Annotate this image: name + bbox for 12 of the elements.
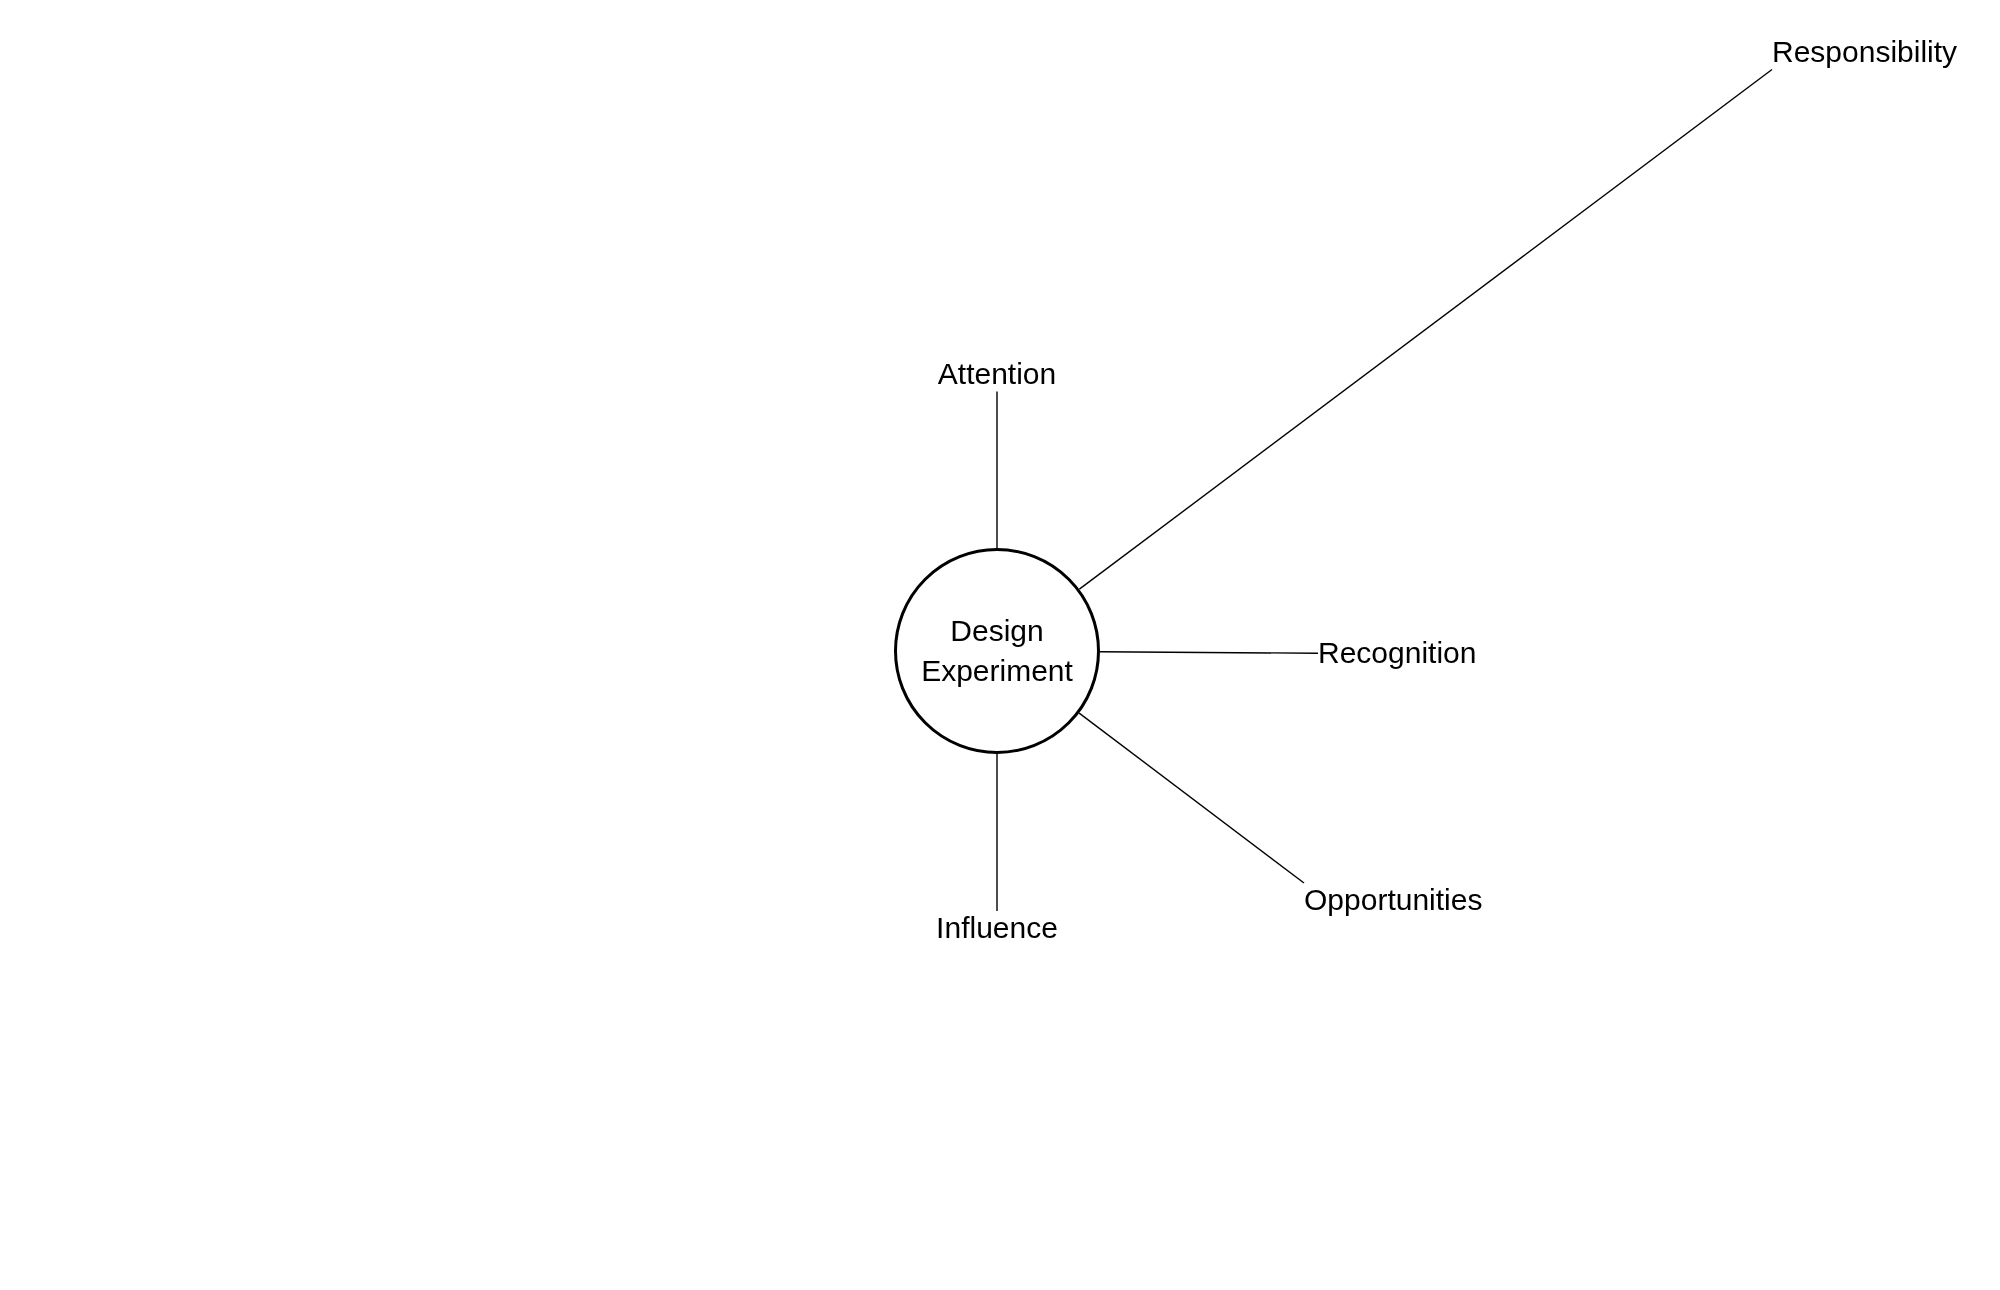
node-label: Influence <box>936 911 1058 946</box>
node-label: Opportunities <box>1304 883 1483 918</box>
connector-line <box>1099 651 1319 654</box>
connector-line <box>996 390 998 549</box>
node-label: Responsibility <box>1772 35 1958 70</box>
node-label: Design Experiment <box>920 613 1074 689</box>
connector-line <box>1078 712 1305 884</box>
connector-line <box>1078 68 1773 590</box>
node-label: Attention <box>937 357 1057 392</box>
connector-line <box>996 753 998 912</box>
circle-node <box>894 548 1100 754</box>
node-label: Recognition <box>1318 636 1477 671</box>
